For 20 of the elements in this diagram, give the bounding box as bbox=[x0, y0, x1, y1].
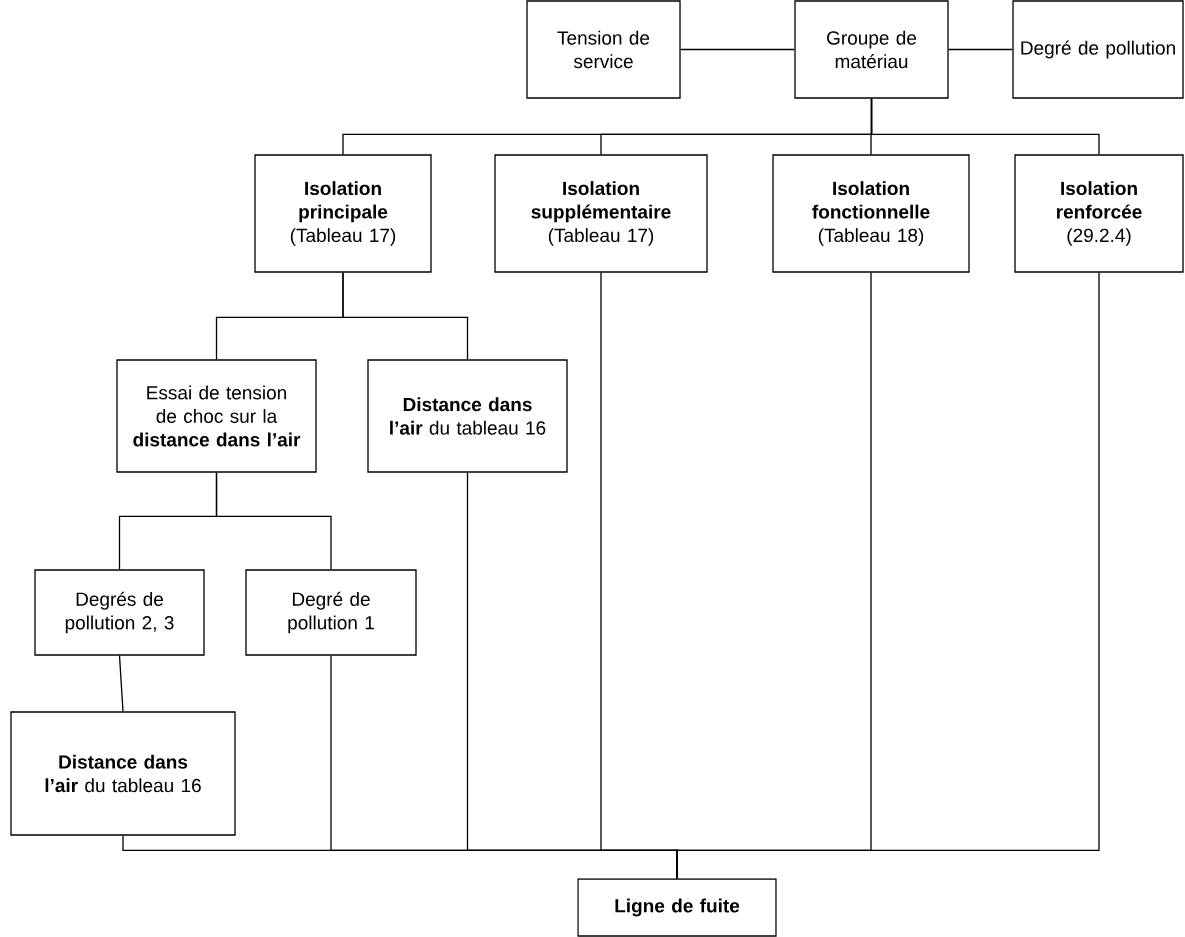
connector-line bbox=[680, 48, 795, 51]
connector-line bbox=[342, 272, 469, 360]
box: Distance dans l’air du tableau 16 bbox=[367, 359, 568, 473]
connector-line bbox=[948, 48, 1013, 51]
box: Degré de pollution bbox=[1012, 0, 1184, 99]
box: Isolation renforcée (29.2.4) bbox=[1014, 154, 1184, 273]
box: Isolation fonctionnelle (Tableau 18) bbox=[772, 154, 970, 273]
connector-line bbox=[118, 655, 124, 712]
box: Isolation supplémentaire (Tableau 17) bbox=[494, 154, 708, 273]
connector-line bbox=[870, 98, 1100, 155]
box: Tension de service bbox=[526, 0, 681, 99]
box: Essai de tension de choc sur la distance dans l’air bbox=[116, 359, 317, 473]
connector-line bbox=[215, 472, 332, 570]
box: Degrés de pollution 2, 3 bbox=[34, 569, 205, 656]
box: Ligne de fuite bbox=[577, 878, 777, 937]
box: Degré de pollution 1 bbox=[245, 569, 417, 656]
connector-line bbox=[676, 272, 1100, 879]
box: Groupe de matériau bbox=[794, 0, 949, 99]
box: Isolation principale (Tableau 17) bbox=[254, 154, 432, 273]
box: Distance dans l’air du tableau 16 bbox=[10, 711, 236, 836]
